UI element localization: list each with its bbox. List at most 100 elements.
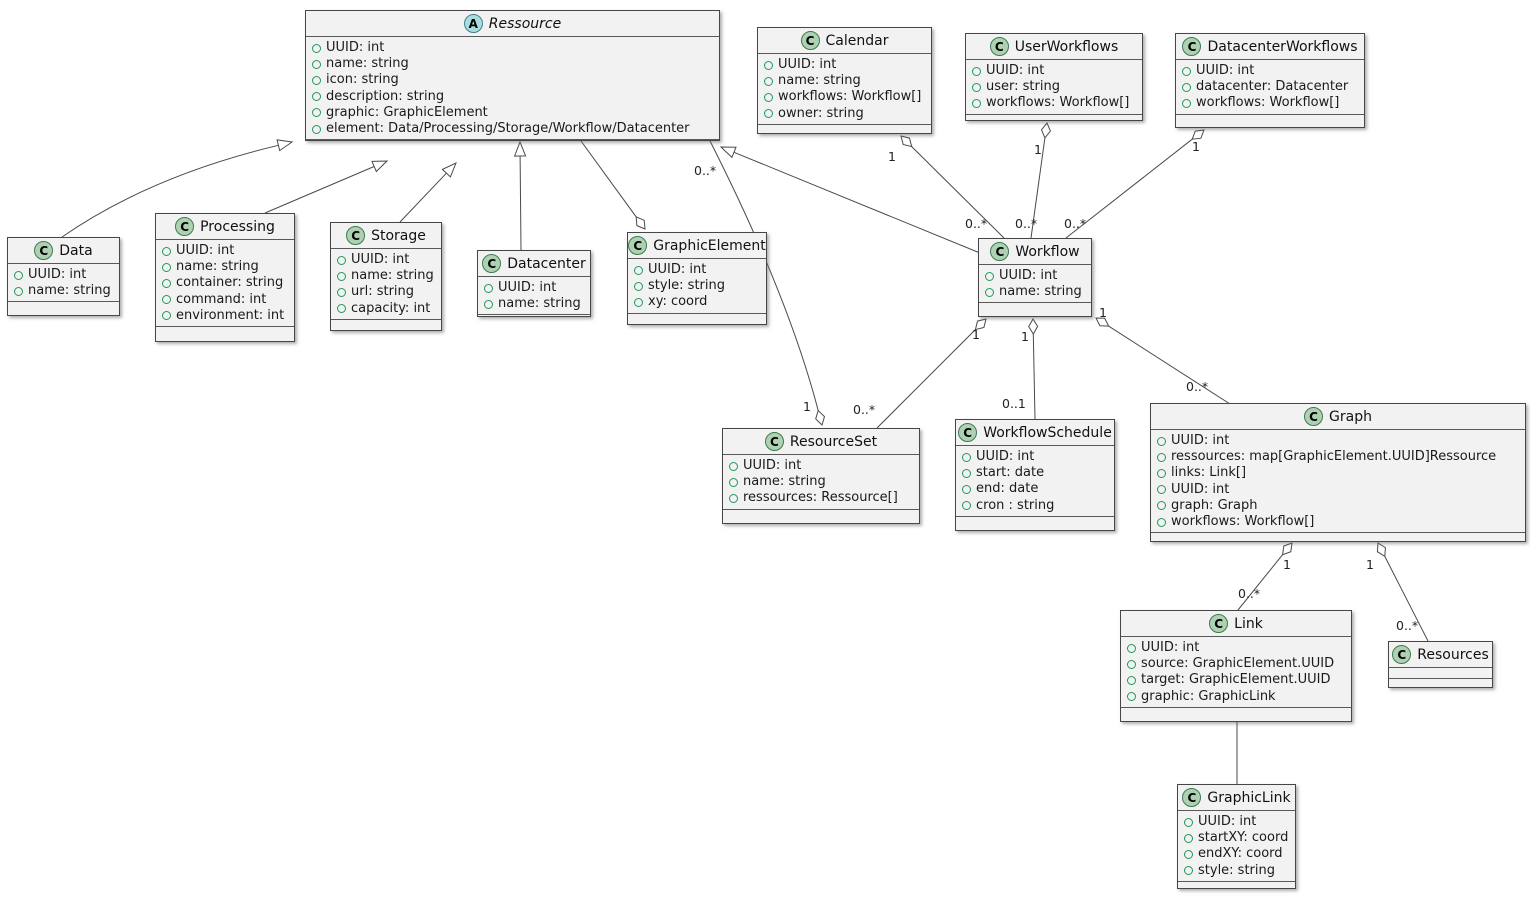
field-visibility-icon xyxy=(962,468,971,478)
attribute-text: cron : string xyxy=(976,497,1055,513)
methods-compartment xyxy=(1151,532,1525,541)
field-visibility-icon xyxy=(312,92,321,102)
attribute-text: UUID: int xyxy=(778,57,837,72)
attribute-row: source: GraphicElement.UUID xyxy=(1127,656,1345,672)
methods-compartment xyxy=(956,515,1114,530)
class-badge-icon: C xyxy=(1392,645,1412,664)
methods-compartment xyxy=(1176,113,1364,127)
field-visibility-icon xyxy=(484,299,493,309)
attribute-text: url: string xyxy=(351,284,415,300)
relationship-line-ressource-graphicelement xyxy=(580,140,637,218)
attribute-row: icon: string xyxy=(312,72,713,88)
methods-compartment xyxy=(478,314,590,321)
relationship-line-ressource-resourceset xyxy=(709,140,819,411)
attribute-row: element: Data/Processing/Storage/Workflo… xyxy=(312,121,713,137)
methods-compartment xyxy=(979,302,1091,316)
attribute-text: UUID: int xyxy=(28,267,87,282)
attribute-row: command: int xyxy=(162,292,288,308)
methods-compartment xyxy=(723,508,919,523)
class-header: C Graph xyxy=(1151,404,1525,430)
multiplicity-label: 1 xyxy=(1034,142,1042,157)
attribute-text: name: string xyxy=(326,56,409,72)
class-badge-icon: C xyxy=(482,254,502,273)
multiplicity-label: 1 xyxy=(1021,329,1029,344)
class-badge-icon: C xyxy=(1304,407,1324,426)
attribute-row: workflows: Workflow[] xyxy=(764,89,925,105)
attribute-row: user: string xyxy=(972,79,1136,95)
field-visibility-icon xyxy=(162,279,171,288)
class-name: Processing xyxy=(200,218,275,235)
attribute-text: UUID: int xyxy=(1171,433,1230,448)
attribute-text: xy: coord xyxy=(648,294,708,310)
generalization-triangle-icon xyxy=(441,162,457,178)
attribute-row: UUID: int xyxy=(764,57,925,73)
attribute-text: capacity: int xyxy=(351,300,431,316)
attribute-row: description: string xyxy=(312,89,713,105)
methods-compartment xyxy=(331,318,441,330)
attribute-text: source: GraphicElement.UUID xyxy=(1141,656,1335,672)
class-badge-icon: C xyxy=(34,241,54,260)
attribute-row: graphic: GraphicLink xyxy=(1127,689,1345,705)
attribute-text: datacenter: Datacenter xyxy=(1196,79,1349,95)
attribute-row: capacity: int xyxy=(337,301,435,317)
attributes-compartment xyxy=(1389,668,1492,678)
multiplicity-label: 0..* xyxy=(1396,618,1419,633)
methods-compartment xyxy=(156,326,294,341)
field-visibility-icon xyxy=(1182,66,1191,76)
relationship-line-workflowschedule-workflow xyxy=(1032,333,1036,420)
attribute-row: UUID: int xyxy=(484,280,584,296)
class-badge-icon: C xyxy=(1182,37,1202,56)
attribute-row: UUID: int xyxy=(972,63,1136,79)
field-visibility-icon xyxy=(1184,866,1193,876)
field-visibility-icon xyxy=(764,93,773,102)
multiplicity-label: 1 xyxy=(888,149,896,164)
multiplicity-label: 1 xyxy=(1283,557,1291,572)
attribute-text: style: string xyxy=(648,278,726,294)
field-visibility-icon xyxy=(1157,517,1166,527)
field-visibility-icon xyxy=(1157,501,1166,511)
class-name: Graph xyxy=(1329,408,1372,425)
multiplicity-label: 0..1 xyxy=(1002,396,1026,411)
attribute-text: user: string xyxy=(986,79,1060,95)
field-visibility-icon xyxy=(1127,692,1136,702)
attribute-row: ressources: map[GraphicElement.UUID]Ress… xyxy=(1157,449,1519,465)
aggregation-diamond-icon xyxy=(815,409,826,426)
attribute-text: icon: string xyxy=(326,72,399,88)
attribute-text: workflows: Workflow[] xyxy=(986,95,1130,111)
relationship-line-workflow-userworkflows xyxy=(1030,137,1046,239)
relationship-line-resourceset-workflow xyxy=(876,329,976,429)
field-visibility-icon xyxy=(162,295,171,305)
attribute-row: UUID: int xyxy=(985,268,1085,284)
field-visibility-icon xyxy=(1184,850,1193,859)
attribute-text: UUID: int xyxy=(1141,640,1200,655)
field-visibility-icon xyxy=(962,452,971,462)
class-badge-icon: C xyxy=(628,236,648,255)
attribute-row: start: date xyxy=(962,465,1108,481)
attribute-text: name: string xyxy=(28,283,111,299)
attribute-row: owner: string xyxy=(764,106,925,122)
attribute-row: name: string xyxy=(729,474,913,490)
